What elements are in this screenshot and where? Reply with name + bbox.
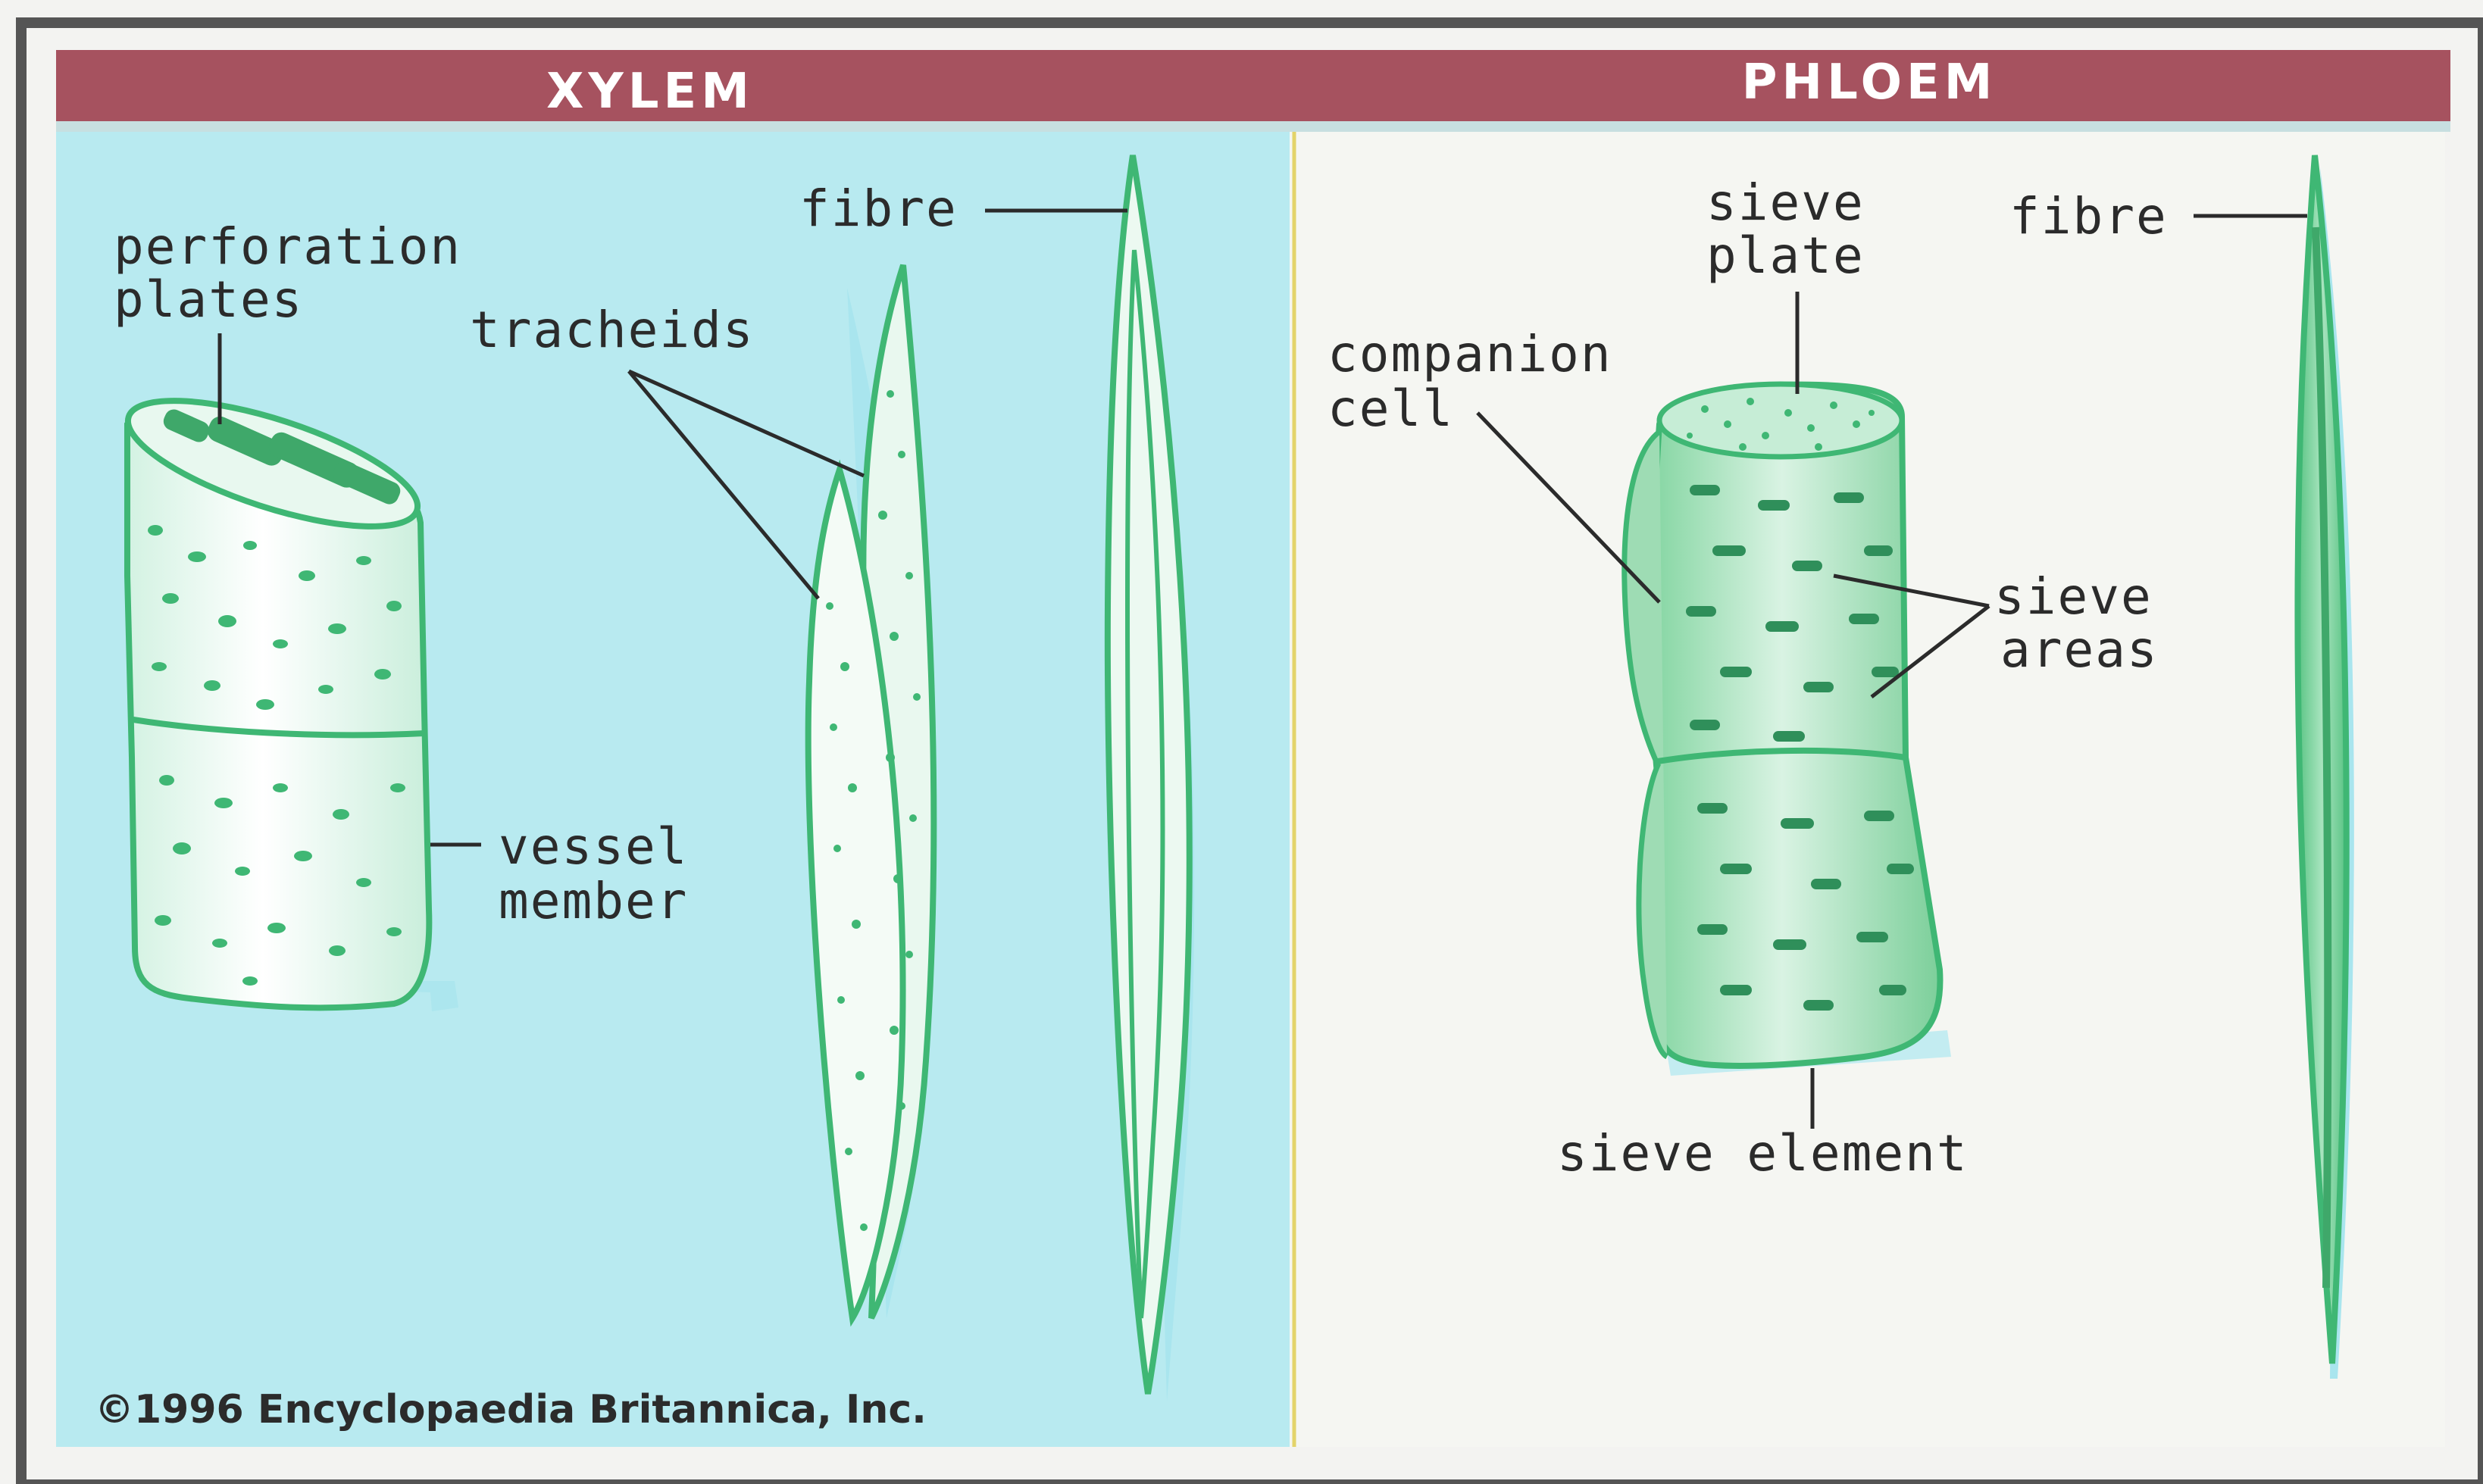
phloem-header: PHLOEM [1742,55,1997,111]
copyright-notice: ©1996 Encyclopaedia Britannica, Inc. [95,1387,927,1432]
label-tracheids: tracheids [470,301,755,359]
label-companion-cell-line1: companion [1327,325,1612,383]
label-sieve-areas-line1: sieve [1994,567,2153,626]
label-companion-cell-line2: cell [1327,380,1454,438]
sieve-element [1625,384,1951,1076]
label-perforation-plates-line1: perforation [114,217,461,276]
label-sieve-plate-line2: plate [1706,227,1865,285]
label-sieve-element: sieve element [1557,1124,1969,1183]
xylem-header: XYLEM [546,64,754,120]
label-sieve-areas-line2: areas [2000,620,2159,679]
label-vessel-member-line1: vessel [499,817,688,876]
label-perforation-plates-line2: plates [114,270,303,329]
sieve-plate-top [1659,384,1902,457]
header-bar [56,50,2450,129]
label-vessel-member-line2: member [499,872,688,930]
header-shadow [56,121,2450,132]
label-xylem-fibre: fibre [799,180,958,238]
label-sieve-plate-line1: sieve [1706,173,1865,232]
label-phloem-fibre: fibre [2009,187,2168,245]
